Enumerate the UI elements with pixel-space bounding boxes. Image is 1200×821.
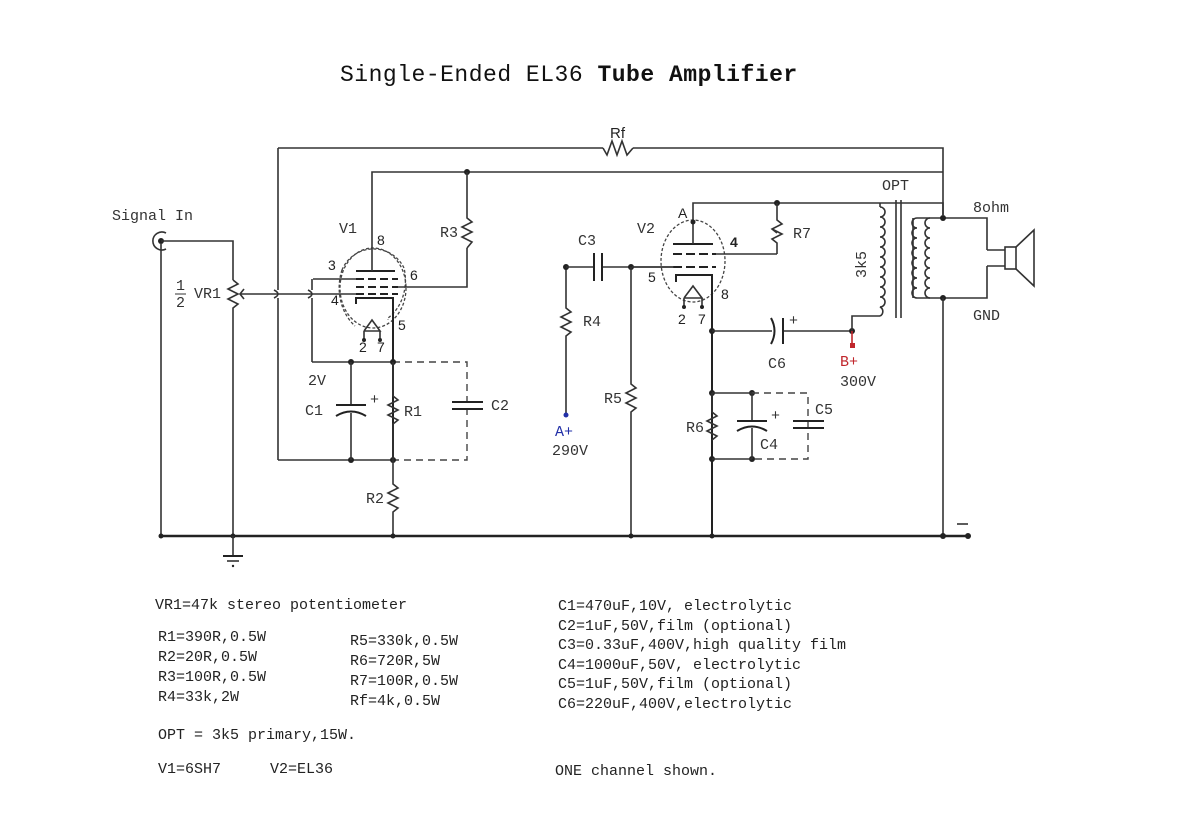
opt-primary-label: 3k5 xyxy=(854,251,871,278)
c1-label: C1 xyxy=(305,403,323,420)
title-part2: Tube Amplifier xyxy=(597,62,798,88)
c3-label: C3 xyxy=(578,233,596,250)
resistor-list-left: R1=390R,0.5W R2=20R,0.5W R3=100R,0.5W R4=33… xyxy=(158,628,266,708)
note-r5: R5=330k,0.5W xyxy=(350,633,459,650)
v1-label: V1 xyxy=(339,221,357,238)
v2-pin-4: 4 xyxy=(730,234,738,250)
note-c1: C1=470uF,10V, electrolytic xyxy=(558,598,793,615)
note-c5: C5=1uF,50V,film (optional) xyxy=(558,676,793,693)
a-plus-voltage: 290V xyxy=(552,443,588,460)
a-plus-label: A+ xyxy=(555,424,573,441)
feedback-loop: Rf xyxy=(273,125,944,460)
c3-capacitor: C3 xyxy=(566,233,674,281)
note-r1: R1=390R,0.5W xyxy=(158,629,267,646)
note-opt: OPT = 3k5 primary,15W. xyxy=(158,727,357,744)
note-r2: R2=20R,0.5W xyxy=(158,649,258,666)
r5-resistor: R5 xyxy=(604,267,638,536)
speaker-icon: 8ohm GND xyxy=(973,200,1035,325)
diagram-title: Single-Ended EL36 Tube Amplifier xyxy=(340,62,798,88)
v1-tube: V1 8 3 6 4 5 2 7 xyxy=(307,171,943,460)
rf-label: Rf xyxy=(610,125,626,142)
note-r4: R4=33k,2W xyxy=(158,689,240,706)
note-c2: C2=1uF,50V,film (optional) xyxy=(558,617,793,635)
c6-capacitor: + C6 B+ 300V xyxy=(709,313,880,391)
c6-label: C6 xyxy=(768,356,786,373)
note-rf: Rf=4k,0.5W xyxy=(350,693,441,710)
c2-label: C2 xyxy=(491,398,509,415)
speaker-impedance-label: 8ohm xyxy=(973,200,1009,217)
vr1-fraction-num: 1 xyxy=(176,278,185,295)
v2-pin-2: 2 xyxy=(678,311,686,327)
note-c4: C4=1000uF,50V, electrolytic xyxy=(558,656,802,674)
v1-pin-4: 4 xyxy=(331,292,339,308)
r1-label: R1 xyxy=(404,404,422,421)
v1-pin-6: 6 xyxy=(410,267,418,283)
signal-input-jack: Signal In xyxy=(112,208,234,536)
r4-resistor: R4 A+ 290V xyxy=(552,264,601,460)
c5-label: C5 xyxy=(815,402,833,419)
c6-plus: + xyxy=(789,313,798,330)
r2-label: R2 xyxy=(366,491,384,508)
note-v2: V2=EL36 xyxy=(270,761,334,778)
ground-bus xyxy=(158,523,971,568)
title-part1: Single-Ended EL36 xyxy=(340,62,584,88)
r5-label: R5 xyxy=(604,391,622,408)
note-c6: C6=220uF,400V,electrolytic xyxy=(558,695,793,713)
vr1-fraction-den: 2 xyxy=(176,295,185,312)
vr1-potentiometer: 1 2 VR1 xyxy=(175,278,308,536)
c4-label: C4 xyxy=(760,437,778,454)
rf-resistor xyxy=(602,138,634,158)
v2-pin-7: 7 xyxy=(698,311,706,327)
r7-label: R7 xyxy=(793,226,811,243)
v1-pin-5: 5 xyxy=(398,317,406,333)
v1-pin-7: 7 xyxy=(377,339,385,355)
v1-cathode-network: + C1 2V R1 C2 R2 xyxy=(278,359,509,536)
b-plus-label: B+ xyxy=(840,354,858,371)
r3-label: R3 xyxy=(440,225,458,242)
v2-label: V2 xyxy=(637,221,655,238)
r6-label: R6 xyxy=(686,420,704,437)
c1-plus: + xyxy=(370,392,379,409)
v2-anode-label: A xyxy=(678,205,688,221)
b-plus-voltage: 300V xyxy=(840,374,876,391)
v2-pin-5: 5 xyxy=(648,269,656,285)
r4-label: R4 xyxy=(583,314,601,331)
speaker-gnd-label: GND xyxy=(973,308,1000,325)
note-r7: R7=100R,0.5W xyxy=(350,673,459,690)
note-r6: R6=720R,5W xyxy=(350,653,441,670)
note-r3: R3=100R,0.5W xyxy=(158,669,267,686)
vr1-label: VR1 xyxy=(194,286,221,303)
c4-plus: + xyxy=(771,408,780,425)
opt-label: OPT xyxy=(882,178,909,195)
v1-pin-2: 2 xyxy=(359,339,367,355)
note-vr1: VR1=47k stereo potentiometer xyxy=(155,597,408,614)
r3-resistor: R3 xyxy=(440,169,474,249)
v1-pin-3: 3 xyxy=(328,257,336,273)
v2-pin-8: 8 xyxy=(721,286,729,302)
note-v1: V1=6SH7 xyxy=(158,761,222,778)
v2-cathode-network: R6 + C4 C5 xyxy=(686,390,833,462)
output-transformer: OPT 3k5 xyxy=(854,178,988,536)
r7-resistor: R7 xyxy=(770,200,811,254)
note-channel: ONE channel shown. xyxy=(555,763,718,780)
v1-pin-8: 8 xyxy=(377,232,385,248)
resistor-list-right: R5=330k,0.5W R6=720R,5W R7=100R,0.5W Rf=4k,… xyxy=(350,632,458,712)
note-c3: C3=0.33uF,400V,high quality film xyxy=(558,637,847,654)
signal-in-label: Signal In xyxy=(112,208,193,225)
cathode-voltage-label: 2V xyxy=(308,373,326,390)
